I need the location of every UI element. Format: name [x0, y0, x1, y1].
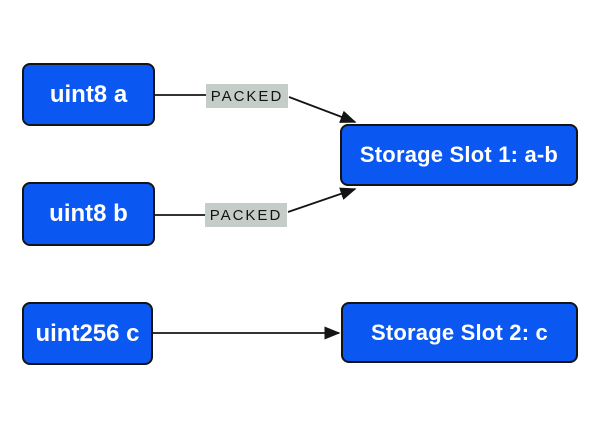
packed-label-2: PACKED — [205, 203, 287, 227]
connector-line — [287, 187, 357, 213]
connector-line — [288, 96, 357, 123]
node-uint256-c: uint256 c — [22, 302, 153, 365]
packed-label-1: PACKED — [206, 84, 288, 108]
node-storage-slot-1: Storage Slot 1: a-b — [340, 124, 578, 186]
node-storage-slot-2: Storage Slot 2: c — [341, 302, 578, 363]
node-uint8-b: uint8 b — [22, 182, 155, 246]
node-uint8-a: uint8 a — [22, 63, 155, 126]
